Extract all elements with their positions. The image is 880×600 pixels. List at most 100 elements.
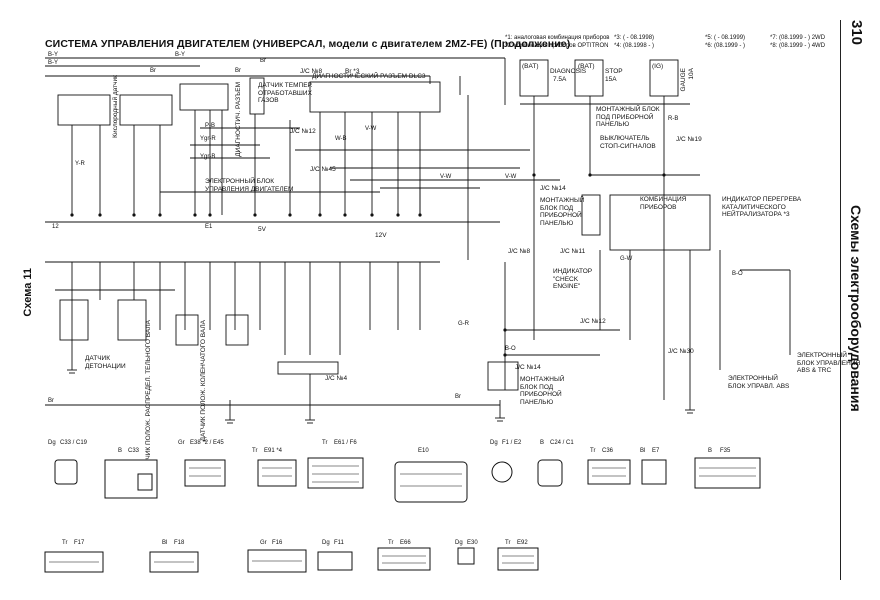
conn-f18-color: Bl — [162, 540, 168, 546]
conn-c33-ids: C33 — [128, 448, 140, 454]
conn-c36-ids: C36 — [602, 448, 614, 454]
svg-text:Ygr-B: Ygr-B — [200, 154, 215, 160]
svg-text:Y-R: Y-R — [75, 161, 85, 167]
mount-block2-label: МОНТАЖНЫЙ БЛОК ПОД ПРИБОРНОЙ ПАНЕЛЬЮ — [540, 197, 585, 227]
conn-c33-c19-ids: C33 / C19 — [60, 440, 88, 446]
fuse-diagnosis-rating: 7.5A — [553, 76, 567, 83]
fuse-gauge-rating: 10A — [688, 68, 695, 80]
voltage-5v-label: 5V — [258, 226, 266, 233]
svg-text:V-W: V-W — [440, 174, 452, 180]
svg-text:E1: E1 — [205, 224, 213, 230]
svg-text:B-O: B-O — [505, 346, 516, 352]
svg-text:P-B: P-B — [205, 123, 215, 129]
fuse-stop-name: STOP — [605, 68, 623, 75]
jc14-label: J/C №14 — [540, 185, 566, 192]
conn-e61-color: Tr — [322, 440, 328, 446]
stop-switch-label: ВЫКЛЮЧАТЕЛЬ СТОП-СИГНАЛОВ — [600, 135, 656, 150]
section-title: Схемы электрооборудования — [848, 205, 864, 412]
dlc3-label: ДИАГНОСТИЧЕСКИЙ РАЗЪЕМ DLC3 — [312, 73, 426, 80]
svg-text:Br: Br — [235, 68, 241, 74]
conn-e7-ids: E7 — [652, 448, 660, 454]
conn-f11-ids: F11 — [334, 540, 344, 546]
page-margin-line — [840, 20, 841, 580]
page-number: 310 — [848, 20, 865, 46]
conn-c24-ids: C24 / C1 — [550, 440, 574, 446]
voltage-12v-label: 12V — [375, 232, 387, 239]
jc12-label: J/C №12 — [290, 128, 316, 135]
conn-f16-ids: F16 — [272, 540, 283, 546]
jc45-label: J/C №45 — [310, 166, 336, 173]
conn-f16-color: Gr — [260, 540, 267, 546]
fuse-stop-bat: (BAT) — [578, 63, 595, 70]
jc30-label: J/C №30 — [668, 348, 694, 355]
exhaust-temp-sensor-label: ДАТЧИК ТЕМПЕР. ОТРАБОТАВШИХ ГАЗОВ — [258, 82, 313, 104]
conn-e30-ids: E30 — [467, 540, 478, 546]
conn-f17-color: Tr — [62, 540, 68, 546]
conn-e91-ids: E91 *4 — [264, 448, 283, 454]
jc8-label: J/C №8 — [300, 68, 323, 75]
conn-e92-ids: E92 — [517, 540, 528, 546]
svg-text:G-W: G-W — [620, 256, 633, 262]
mount-block-label: МОНТАЖНЫЙ БЛОК ПОД ПРИБОРНОЙ ПАНЕЛЬЮ — [596, 106, 660, 128]
conn-e7-color: Bl — [640, 448, 646, 454]
fuse-stop-rating: 15A — [605, 76, 617, 83]
svg-text:B-Y: B-Y — [175, 52, 185, 58]
svg-text:G-R: G-R — [458, 321, 470, 327]
svg-text:Br: Br — [150, 68, 156, 74]
footnote-col4: *7: (08.1999 - ) 2WD *8: (08.1999 - ) 4W… — [770, 35, 826, 49]
jc4-label: J/C №4 — [325, 375, 348, 382]
footnote-col3: *5: ( - 08.1999) *6: (08.1999 - ) — [705, 35, 746, 49]
jc12b-label: J/C №12 — [580, 318, 606, 325]
conn-f1-ids: F1 / E2 — [502, 440, 522, 446]
svg-text:B-Y: B-Y — [48, 52, 58, 58]
jc11-label: J/C №11 — [560, 248, 586, 255]
abs-trc-ecu-label: ЭЛЕКТРОННЫЙ БЛОК УПРАВЛЕНИЯ ABS & TRC — [797, 352, 861, 374]
conn-c33-color: B — [118, 448, 123, 454]
svg-text:Br: Br — [260, 58, 266, 64]
svg-text:Br: Br — [48, 398, 54, 404]
connector-views — [44, 457, 761, 573]
fuse-diagnosis-name: DIAGNOSIS — [550, 68, 587, 75]
svg-text:R-B: R-B — [668, 116, 678, 122]
footnote-col1: *1: аналоговая комбинация приборов *2: к… — [505, 35, 610, 49]
fuse-gauge-name: GAUGE — [680, 68, 687, 92]
svg-text:V-W: V-W — [505, 174, 517, 180]
svg-text:Br: Br — [455, 394, 461, 400]
fuse-gauge-bat: (IG) — [652, 63, 664, 70]
mount-block3-label: МОНТАЖНЫЙ БЛОК ПОД ПРИБОРНОЙ ПАНЕЛЬЮ — [520, 376, 565, 406]
conn-e38-color: Gr — [178, 440, 185, 446]
check-engine-label: ИНДИКАТОР "CHECK ENGINE" — [553, 268, 593, 290]
conn-e91-color: Tr — [252, 448, 258, 454]
diagram-title: СИСТЕМА УПРАВЛЕНИЯ ДВИГАТЕЛЕМ (УНИВЕРСАЛ… — [45, 38, 571, 50]
conn-c36-color: Tr — [590, 448, 596, 454]
br3-label: Br *3 — [345, 68, 360, 75]
svg-text:W-B: W-B — [335, 136, 347, 142]
svg-text:12: 12 — [52, 224, 59, 230]
jc8b-label: J/C №8 — [508, 248, 531, 255]
conn-e10-ids: E10 — [418, 448, 429, 454]
conn-e66-ids: E66 — [400, 540, 411, 546]
conn-f11-color: Dg — [322, 540, 330, 546]
conn-f35-ids: F35 — [720, 448, 731, 454]
conn-f1-color: Dg — [490, 440, 498, 446]
svg-text:Ygr-R: Ygr-R — [200, 136, 216, 142]
svg-text:B-Y: B-Y — [48, 60, 58, 66]
conn-f18-ids: F18 — [174, 540, 185, 546]
footnote-col2: *3: ( - 08.1998) *4: (08.1998 - ) — [614, 35, 655, 49]
conn-c33-c19-color: Dg — [48, 440, 56, 446]
diag-connector-label: ДИАГНОСТИЧ. РАЗЪЕМ — [235, 82, 242, 157]
cat-overheat-label: ИНДИКАТОР ПЕРЕГРЕВА КАТАЛИТИЧЕСКОГО НЕЙТ… — [722, 196, 802, 218]
conn-e61-ids: E61 / F6 — [334, 440, 357, 446]
combination-meter-label: КОМБИНАЦИЯ ПРИБОРОВ — [640, 196, 687, 211]
conn-e30-color: Dg — [455, 540, 463, 546]
jc19-label: J/C №19 — [676, 136, 702, 143]
abs-ecu-label: ЭЛЕКТРОННЫЙ БЛОК УПРАВЛ. ABS — [728, 375, 790, 390]
conn-f35-color: B — [708, 448, 713, 454]
conn-c24-color: B — [540, 440, 545, 446]
engine-ecu-label: ЭЛЕКТРОННЫЙ БЛОК УПРАВЛЕНИЯ ДВИГАТЕЛЕМ — [205, 178, 294, 193]
conn-e38-ids: E38 *2 / E45 — [190, 440, 224, 446]
fuse-diagnosis-bat: (BAT) — [522, 63, 539, 70]
conn-f17-ids: F17 — [74, 540, 85, 546]
conn-e92-color: Tr — [505, 540, 511, 546]
